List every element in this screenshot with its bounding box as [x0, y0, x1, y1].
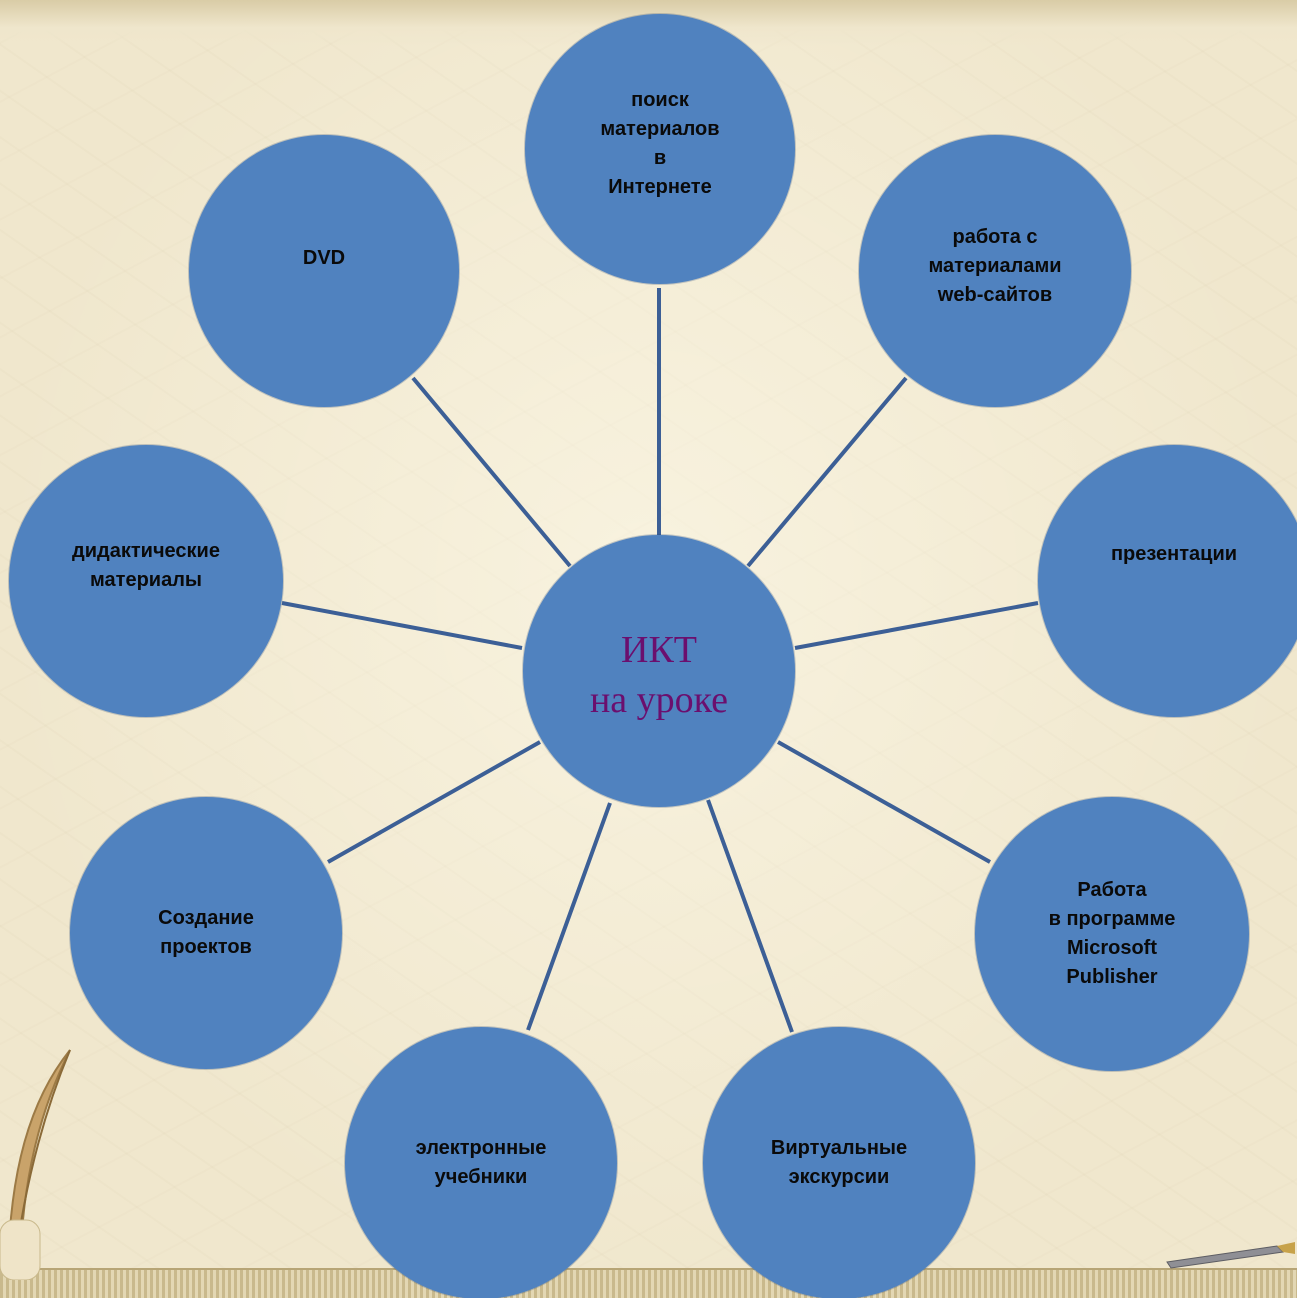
node-excursions[interactable]: Виртуальные экскурсии	[703, 1027, 975, 1298]
node-excursions-label: Виртуальные экскурсии	[770, 1137, 908, 1188]
node-dvd[interactable]: DVD	[189, 135, 459, 407]
bottom-frame-border	[0, 1268, 1297, 1298]
node-textbooks[interactable]: электронные учебники	[345, 1027, 617, 1298]
connector-didactic	[281, 601, 523, 650]
node-presentations[interactable]: презентации	[1038, 445, 1297, 717]
connector-dvd	[411, 376, 572, 568]
node-didactic-label: дидактические материалы	[72, 540, 220, 591]
connector-websites	[746, 376, 908, 568]
connector-excursions	[706, 799, 794, 1033]
node-presentations-label: презентации	[1110, 542, 1238, 565]
node-textbooks-label: электронные учебники	[415, 1137, 547, 1188]
node-publisher[interactable]: Работа в программе Microsoft Publisher	[975, 797, 1249, 1071]
node-search-label: поиск материалов в Интернете	[600, 89, 720, 198]
fountain-pen-icon	[1166, 1242, 1295, 1269]
node-websites-label: работа с материалами web-сайтов	[928, 225, 1062, 306]
node-websites[interactable]: работа с материалами web-сайтов	[859, 135, 1131, 407]
node-dvd-label: DVD	[302, 246, 346, 269]
node-didactic[interactable]: дидактические материалы	[9, 445, 283, 717]
connector-presentations	[794, 601, 1039, 650]
node-projects[interactable]: Создание проектов	[70, 797, 342, 1069]
connector-projects	[327, 740, 541, 864]
connector-publisher	[777, 740, 991, 864]
node-publisher-label: Работа в программе Microsoft Publisher	[1048, 879, 1176, 988]
connector-textbooks	[526, 802, 612, 1031]
center-node-label: ИКТ на уроке	[589, 629, 729, 721]
node-search[interactable]: поиск материалов в Интернете	[525, 14, 795, 284]
node-projects-label: Создание проектов	[158, 907, 254, 958]
feather-quill-icon	[0, 1049, 71, 1280]
center-node[interactable]: ИКТ на уроке	[523, 535, 795, 807]
